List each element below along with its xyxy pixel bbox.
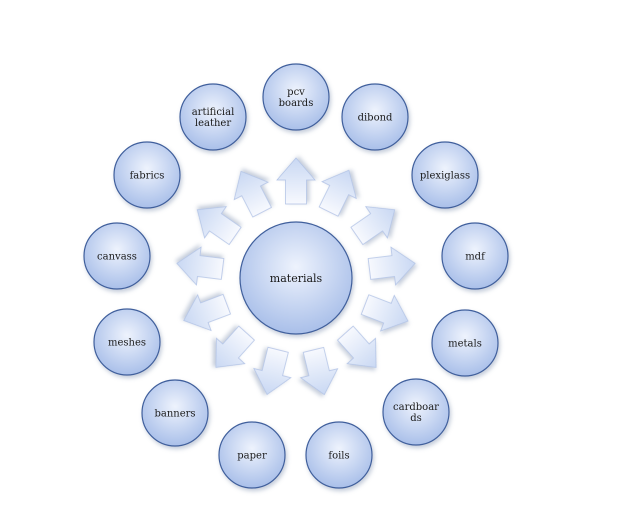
bubble-label-metals: metals <box>448 339 482 350</box>
arrow-shape-paper <box>253 346 292 396</box>
bubble-circle-artificialleather <box>179 83 247 151</box>
arrow-to-meshes <box>183 293 232 332</box>
bubble-label-artificialleather: artificial <box>192 107 235 118</box>
bubble-label-dibond: dibond <box>358 113 393 124</box>
arrow-to-dibond <box>318 169 357 217</box>
arrow-to-cardboards <box>336 325 377 368</box>
bubble-meshes: meshes <box>93 308 161 376</box>
bubble-circle-banners <box>141 379 209 447</box>
bubble-label-cardboards: ds <box>410 413 422 424</box>
bubble-circle-cardboards <box>382 378 450 446</box>
bubble-circle-paper <box>218 421 286 489</box>
arrow-to-banners <box>215 325 255 368</box>
bubble-label-plexiglass: plexiglass <box>420 171 470 182</box>
bubble-circle-canvass <box>83 222 151 290</box>
arrow-to-metals <box>360 294 409 332</box>
bubble-canvass: canvass <box>83 222 151 290</box>
bubble-label-fabrics: fabrics <box>130 171 165 182</box>
bubble-fabrics: fabrics <box>113 141 181 209</box>
center-circle <box>239 221 353 335</box>
arrow-to-plexiglass <box>350 206 396 246</box>
connector-arrows <box>176 157 416 396</box>
bubble-circle-dibond <box>341 83 409 151</box>
arrow-to-fabrics <box>196 206 242 246</box>
center-bubble: materials <box>239 221 353 335</box>
bubble-circle-foils <box>305 421 373 489</box>
bubble-circle-mdf <box>441 222 509 290</box>
bubble-label-banners: banners <box>154 409 195 420</box>
arrow-to-paper <box>253 346 292 396</box>
bubble-dibond: dibond <box>341 83 409 151</box>
bubble-label-foils: foils <box>328 451 349 462</box>
bubble-paper: paper <box>218 421 286 489</box>
arrow-shape-foils <box>299 346 339 396</box>
arrow-to-foils <box>299 346 339 396</box>
arrow-shape-cardboards <box>336 325 377 368</box>
bubble-circle-pcvboards <box>262 63 330 131</box>
bubble-label-paper: paper <box>237 451 267 462</box>
arrow-to-mdf <box>367 246 416 286</box>
bubble-label-artificialleather: leather <box>195 118 231 129</box>
arrow-shape-mdf <box>367 246 416 286</box>
bubble-banners: banners <box>141 379 209 447</box>
arrow-shape-canvass <box>176 246 225 286</box>
bubble-label-cardboards: cardboar <box>393 402 439 413</box>
arrow-shape-fabrics <box>196 206 242 246</box>
arrow-shape-meshes <box>183 293 232 332</box>
bubble-label-pcvboards: boards <box>279 98 314 109</box>
bubble-label-pcvboards: pcv <box>287 87 305 98</box>
bubble-foils: foils <box>305 421 373 489</box>
bubble-circle-plexiglass <box>411 141 479 209</box>
arrow-shape-metals <box>360 294 409 332</box>
arrow-to-canvass <box>176 246 225 286</box>
arrow-to-pcvboards <box>276 157 316 205</box>
bubble-circle-fabrics <box>113 141 181 209</box>
arrow-shape-pcvboards <box>276 157 316 205</box>
bubble-metals: metals <box>431 309 499 377</box>
bubble-mdf: mdf <box>441 222 509 290</box>
arrow-shape-plexiglass <box>350 206 396 246</box>
center-label: materials <box>270 272 323 285</box>
bubble-label-meshes: meshes <box>108 338 146 349</box>
arrow-shape-artificialleather <box>233 170 272 218</box>
arrow-shape-banners <box>215 325 255 368</box>
arrow-shape-dibond <box>318 169 357 217</box>
bubble-circle-meshes <box>93 308 161 376</box>
bubble-plexiglass: plexiglass <box>411 141 479 209</box>
bubble-label-mdf: mdf <box>465 252 486 263</box>
bubble-label-canvass: canvass <box>97 252 137 263</box>
arrow-to-artificialleather <box>233 170 272 218</box>
bubble-circle-metals <box>431 309 499 377</box>
